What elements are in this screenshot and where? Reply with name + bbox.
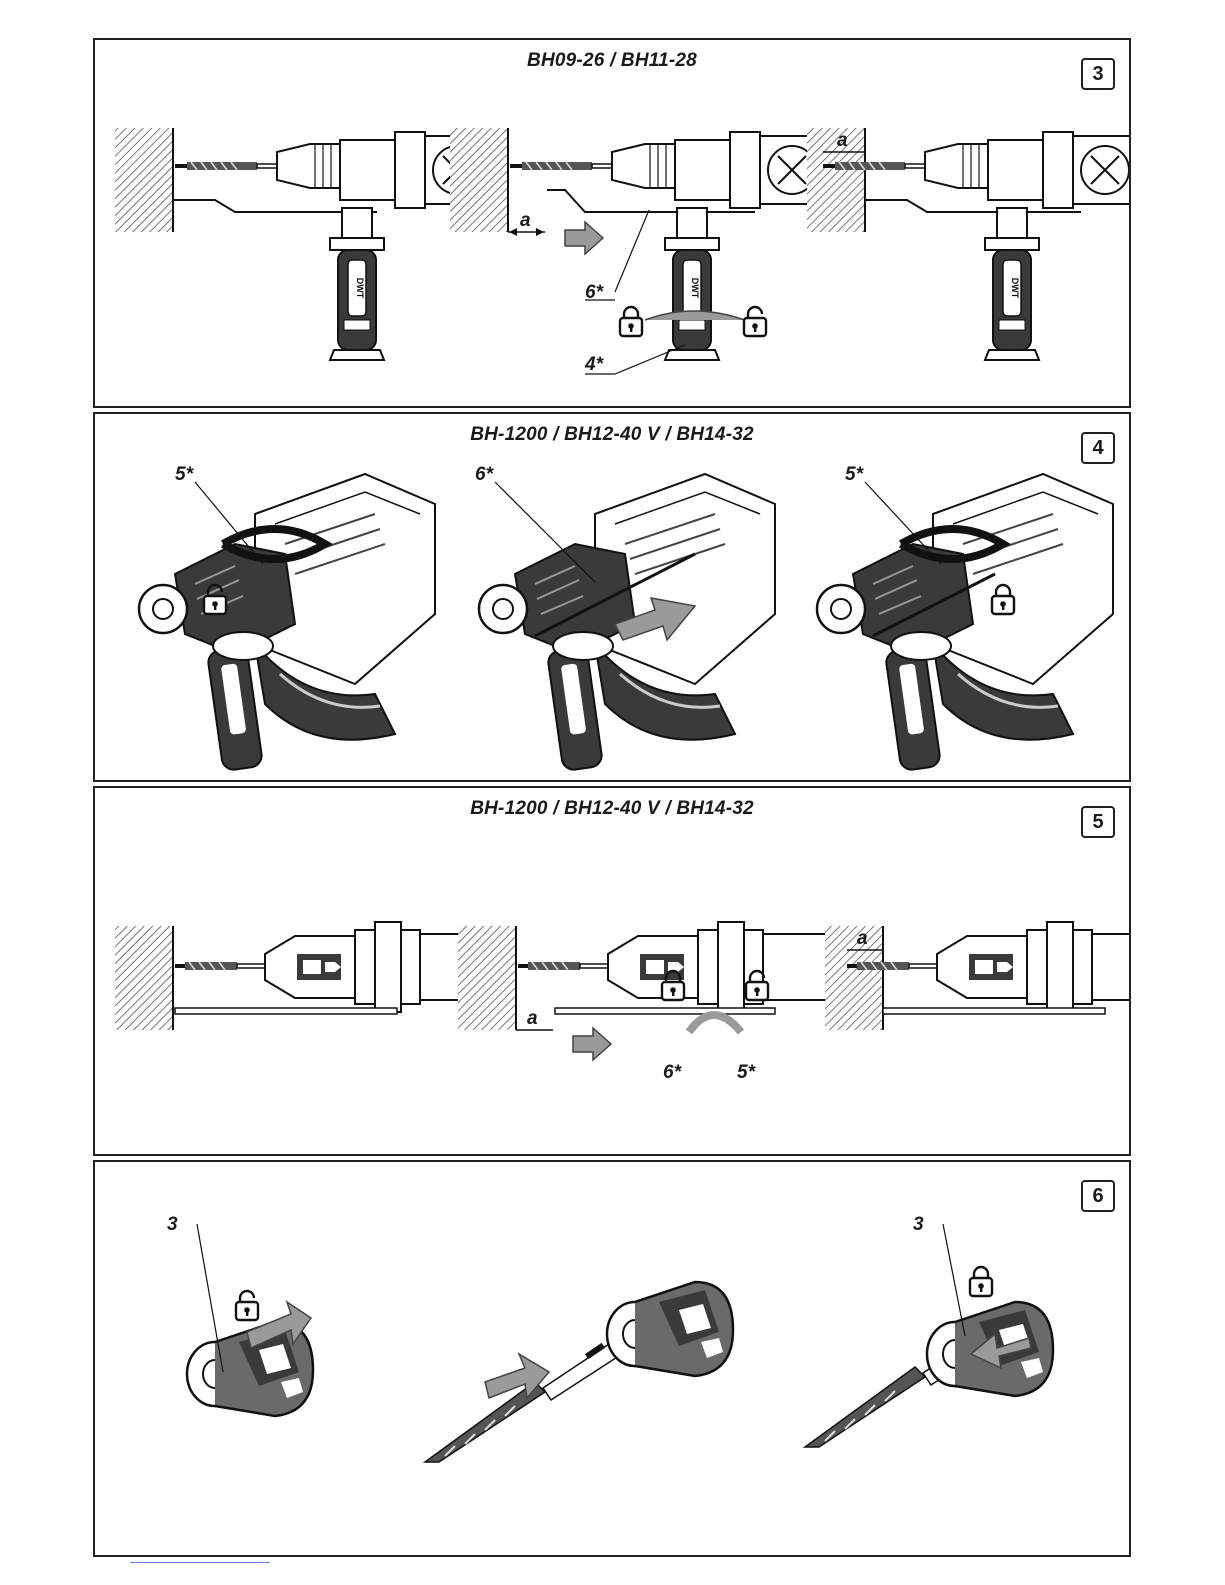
label-6-star: 6*: [475, 464, 495, 485]
figure-panel-4: BH-1200 / BH12-40 V / BH14-32 4 5* 6* 5*: [93, 412, 1131, 782]
label-a: a: [857, 928, 868, 949]
label-3: 3: [167, 1214, 178, 1235]
depth-gauge-diagram-4: 5* 6* 5*: [95, 414, 1129, 780]
lock-closed-icon: [970, 1267, 992, 1296]
lock-open-icon: [744, 307, 766, 336]
arrow-right-icon: [565, 222, 603, 254]
figure-panel-3: BH09-26 / BH11-28 3 a 6* 4* a: [93, 38, 1131, 408]
bit-insertion-diagram-6: 3 3: [95, 1162, 1129, 1555]
lock-closed-icon: [620, 307, 642, 336]
wall-hatch: [450, 128, 508, 232]
label-6-star: 6*: [663, 1062, 683, 1083]
wall-hatch: [807, 128, 865, 232]
label-a: a: [527, 1008, 538, 1029]
wall-hatch: [115, 926, 173, 1030]
arrow-right-icon: [573, 1028, 611, 1060]
label-3: 3: [913, 1214, 924, 1235]
depth-gauge-diagram-3: a 6* 4* a: [95, 40, 1129, 406]
label-5-star: 5*: [737, 1062, 757, 1083]
label-a: a: [520, 210, 531, 231]
wall-hatch: [458, 926, 516, 1030]
label-5-star: 5*: [175, 464, 195, 485]
label-5-star: 5*: [845, 464, 865, 485]
label-4-star: 4*: [584, 354, 605, 375]
wall-hatch: [825, 926, 883, 1030]
figure-panel-5: BH-1200 / BH12-40 V / BH14-32 5 a 6* 5* …: [93, 786, 1131, 1156]
label-a: a: [837, 130, 848, 151]
lock-open-icon: [236, 1291, 258, 1320]
figure-panel-6: 6 3 3: [93, 1160, 1131, 1557]
depth-gauge-diagram-5: a 6* 5* a: [95, 788, 1129, 1154]
page-footer-rule: [130, 1562, 270, 1563]
wall-hatch: [115, 128, 173, 232]
